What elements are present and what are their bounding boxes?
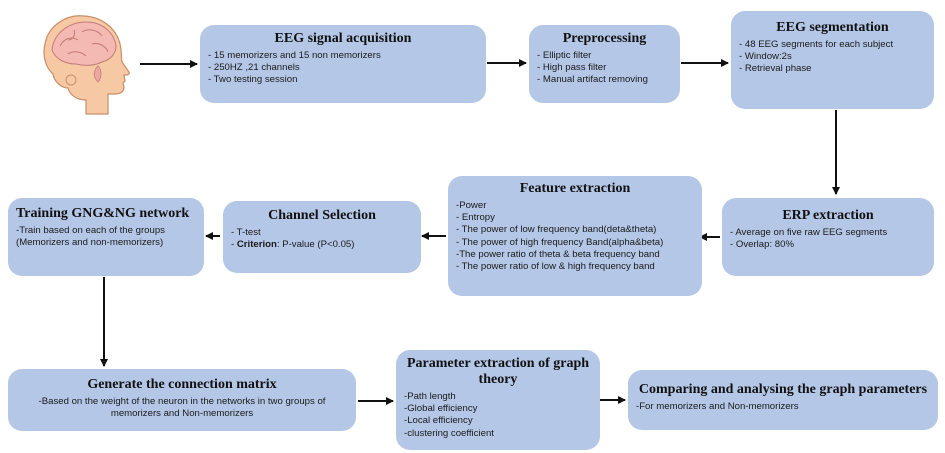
- box-line: - Overlap: 80%: [730, 239, 794, 251]
- box-line: -The power ratio of theta & beta frequen…: [456, 248, 660, 260]
- preprocessing-box: Preprocessing - Elliptic filter - High p…: [529, 25, 680, 103]
- box-line: - Elliptic filter: [537, 50, 592, 61]
- box-title: Training GNG&NG network: [16, 206, 190, 221]
- line-prefix: -: [231, 239, 237, 251]
- box-title: Channel Selection: [268, 208, 376, 223]
- box-line: -Power: [456, 200, 487, 211]
- box-line: - The power ratio of low & high frequenc…: [456, 261, 655, 273]
- box-line: -For memorizers and Non-memorizers: [636, 401, 799, 412]
- box-line: -Path length: [404, 391, 456, 402]
- box-line: - High pass filter: [537, 62, 607, 74]
- comparing-analysing-box: Comparing and analysing the graph parame…: [628, 370, 938, 430]
- eeg-segmentation-box: EEG segmentation - 48 EEG segments for e…: [731, 11, 934, 109]
- box-line: - Criterion: P-value (P<0.05): [231, 239, 413, 251]
- box-title: EEG segmentation: [776, 20, 889, 35]
- parameter-extraction-box: Parameter extraction of graph theory -Pa…: [396, 350, 600, 450]
- box-title: Preprocessing: [562, 31, 647, 46]
- box-line: - Retrieval phase: [739, 63, 812, 75]
- box-line: - Entropy: [456, 212, 495, 224]
- box-title-continued: theory: [478, 372, 518, 387]
- box-line: -Local efficiency: [404, 415, 473, 427]
- generate-connection-matrix-box: Generate the connection matrix -Based on…: [8, 369, 356, 431]
- box-line: - 15 memorizers and 15 non memorizers: [208, 50, 381, 61]
- box-line: -Train based on each of the groups: [16, 225, 165, 236]
- box-line: - T-test: [231, 227, 261, 238]
- box-line: -Global efficiency: [404, 403, 478, 415]
- erp-extraction-box: ERP extraction - Average on five raw EEG…: [722, 198, 934, 276]
- eeg-signal-acquisition-box: EEG signal acquisition - 15 memorizers a…: [200, 25, 486, 103]
- box-line: - Window:2s: [739, 51, 792, 63]
- box-title: ERP extraction: [782, 208, 874, 223]
- criterion-label: Criterion: [236, 239, 277, 251]
- box-line: -clustering coefficient: [404, 427, 494, 439]
- box-title: Generate the connection matrix: [87, 377, 277, 392]
- box-line: - Manual artifact removing: [537, 74, 648, 86]
- box-line: - 250HZ ,21 channels: [208, 62, 300, 74]
- box-line: - Two testing session: [208, 74, 298, 86]
- box-title: Parameter extraction of graph: [406, 356, 590, 371]
- feature-extraction-box: Feature extraction -Power - Entropy - Th…: [448, 176, 702, 296]
- channel-selection-box: Channel Selection - T-test - Criterion: …: [223, 201, 421, 273]
- human-head-brain-icon: [43, 15, 130, 115]
- box-title: Comparing and analysing the graph parame…: [638, 382, 928, 397]
- box-line: - 48 EEG segments for each subject: [739, 39, 894, 50]
- training-gng-ng-network-box: Training GNG&NG network -Train based on …: [8, 198, 204, 276]
- box-line: -Based on the weight of the neuron in th…: [38, 396, 326, 407]
- box-line: memorizers and Non-memorizers: [110, 408, 254, 420]
- box-line: - Average on five raw EEG segments: [730, 227, 888, 238]
- line-rest: : P-value (P<0.05): [276, 239, 355, 251]
- box-line: - The power of high frequency Band(alpha…: [456, 236, 664, 248]
- box-line: - The power of low frequency band(deta&t…: [456, 224, 657, 236]
- box-title: EEG signal acquisition: [274, 31, 412, 46]
- box-title: Feature extraction: [519, 181, 631, 196]
- box-line: (Memorizers and non-memorizers): [16, 237, 164, 249]
